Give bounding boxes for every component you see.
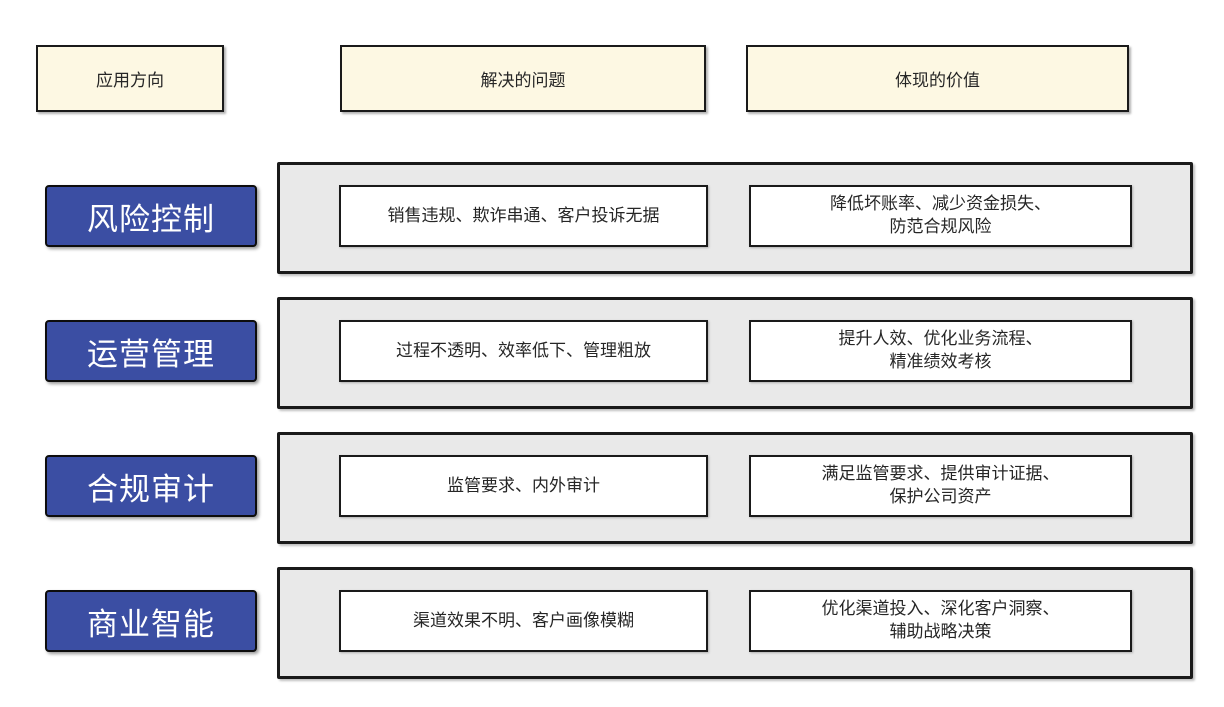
value-box-business-intelligence: 优化渠道投入、深化客户洞察、 辅助战略决策 [749, 590, 1132, 652]
row-tray-compliance: 监管要求、内外审计 满足监管要求、提供审计证据、 保护公司资产 [277, 432, 1193, 544]
row-tray-business-intelligence: 渠道效果不明、客户画像模糊 优化渠道投入、深化客户洞察、 辅助战略决策 [277, 567, 1193, 679]
problem-box-compliance: 监管要求、内外审计 [339, 455, 708, 517]
header-problems-solved: 解决的问题 [340, 45, 706, 112]
direction-label-risk-control: 风险控制 [45, 185, 257, 247]
direction-label-operations: 运营管理 [45, 320, 257, 382]
value-box-risk-control: 降低坏账率、减少资金损失、 防范合规风险 [749, 185, 1132, 247]
direction-label-business-intelligence: 商业智能 [45, 590, 257, 652]
header-application-direction: 应用方向 [36, 45, 224, 112]
value-box-compliance: 满足监管要求、提供审计证据、 保护公司资产 [749, 455, 1132, 517]
header-value-demonstrated: 体现的价值 [746, 45, 1129, 112]
value-box-operations: 提升人效、优化业务流程、 精准绩效考核 [749, 320, 1132, 382]
problem-box-operations: 过程不透明、效率低下、管理粗放 [339, 320, 708, 382]
problem-box-risk-control: 销售违规、欺诈串通、客户投诉无据 [339, 185, 708, 247]
problem-box-business-intelligence: 渠道效果不明、客户画像模糊 [339, 590, 708, 652]
row-tray-risk-control: 销售违规、欺诈串通、客户投诉无据 降低坏账率、减少资金损失、 防范合规风险 [277, 162, 1193, 274]
row-tray-operations: 过程不透明、效率低下、管理粗放 提升人效、优化业务流程、 精准绩效考核 [277, 297, 1193, 409]
direction-label-compliance: 合规审计 [45, 455, 257, 517]
